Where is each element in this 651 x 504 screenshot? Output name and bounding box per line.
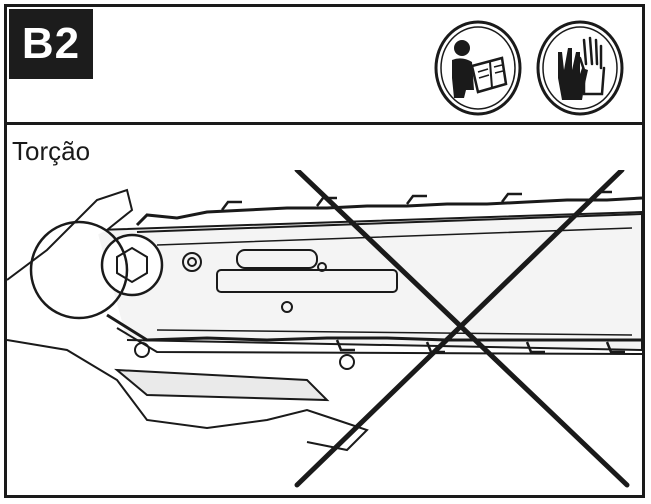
read-manual-icon: [434, 20, 522, 116]
prohibited-cross-icon: [294, 170, 630, 488]
header-divider: [4, 122, 645, 125]
chainsaw-illustration: [7, 170, 642, 488]
protective-gloves-icon: [536, 20, 624, 116]
step-badge: B2: [9, 9, 93, 79]
panel-caption: Torção: [12, 136, 91, 166]
